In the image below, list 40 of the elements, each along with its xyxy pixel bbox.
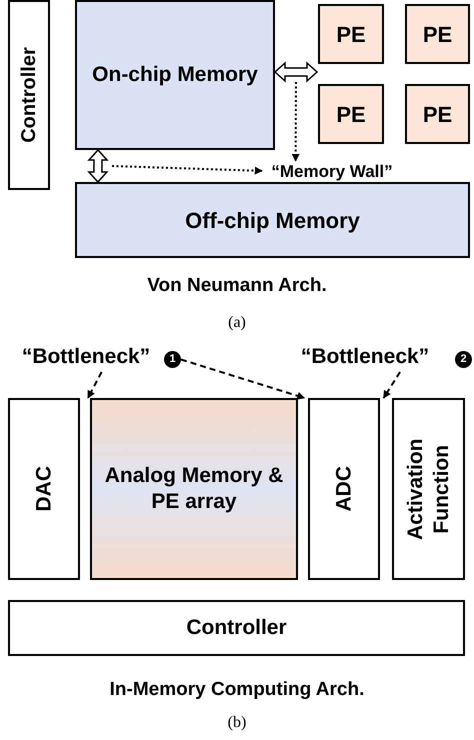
pe-box [318,4,384,64]
pe-box [405,84,470,144]
memory-box [75,182,470,258]
caption-text: Von Neumann Arch. [147,274,327,298]
box-label: ADC [331,465,356,514]
box-label: On-chip Memory [91,62,259,88]
box-label: PE [422,20,454,48]
memory-box [75,0,275,150]
annotation-text: “Bottleneck” [292,342,438,372]
number-badge: 2 [455,351,472,368]
function-box [392,398,465,580]
box-label: Off-chip Memory [184,206,361,235]
box-label: Controller [17,46,41,145]
arrow [112,165,263,175]
double-arrow [274,61,318,83]
box-label: Analog Memory & PE array [104,462,284,515]
arrow [180,358,306,400]
box-label: PE [335,20,367,48]
number-badge: 1 [164,351,181,368]
annotation-text: “Memory Wall” [262,161,402,183]
box-label: PE [422,100,454,128]
controller-box [8,0,50,190]
pe-box [318,84,384,144]
arrow [382,371,401,399]
caption-text: In-Memory Computing Arch. [110,678,364,702]
arrow [292,82,300,162]
array-box [90,398,298,580]
box-label: DAC [31,465,56,514]
arrow [87,372,102,399]
double-arrow [87,148,109,184]
box-label: Controller [185,615,288,642]
annotation-text: “Bottleneck” [8,342,164,372]
box-label: PE [335,100,367,128]
caption-text: (a) [228,313,246,333]
converter-box [8,398,80,580]
pe-box [405,4,470,64]
caption-text: (b) [228,713,246,733]
converter-box [308,398,380,580]
box-label: Activation Function [402,437,454,542]
controller-box [8,600,465,656]
